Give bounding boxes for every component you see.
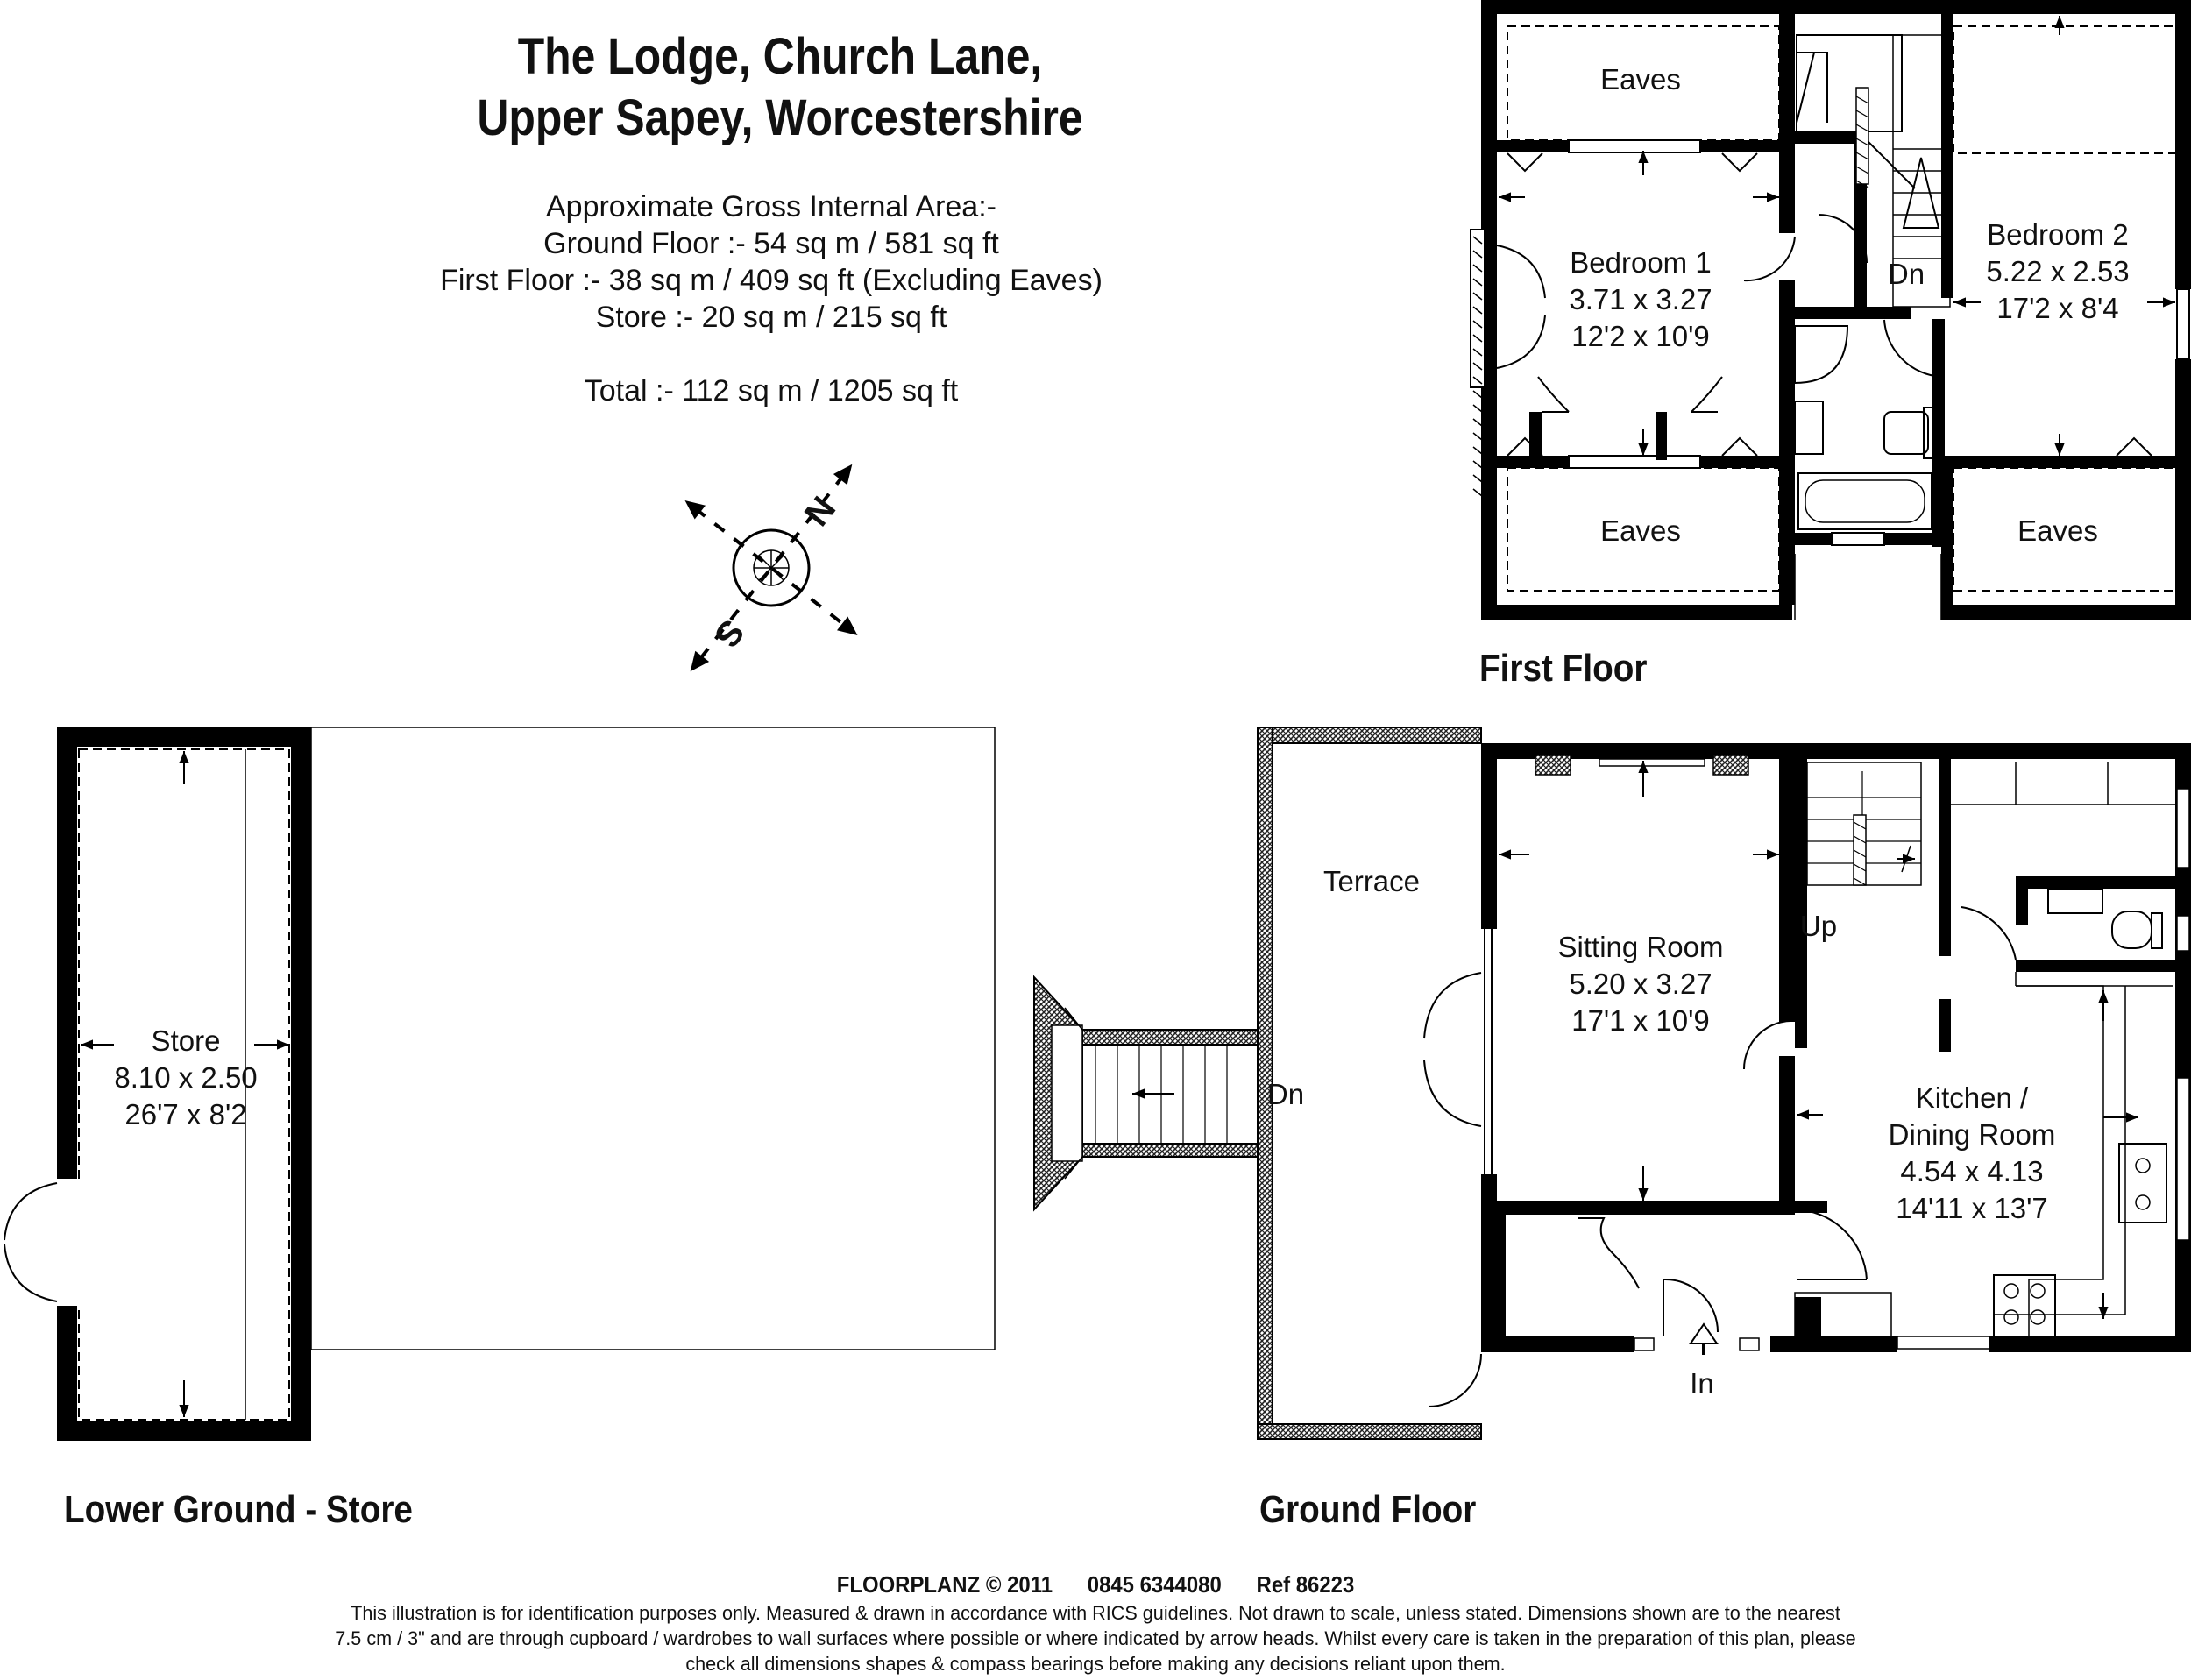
lower-ground-label: Lower Ground - Store xyxy=(64,1488,413,1531)
eaves-label: Eaves xyxy=(1600,514,1681,547)
area-total: Total :- 112 sq m / 1205 sq ft xyxy=(584,374,959,408)
room-name: Dining Room xyxy=(1888,1118,2056,1151)
room-metric: 5.20 x 3.27 xyxy=(1569,968,1712,1000)
title-line-2: Upper Sapey, Worcestershire xyxy=(477,89,1083,146)
lower-ground-store-plan xyxy=(4,727,996,1441)
footer-brand: FLOORPLANZ © 2011 xyxy=(836,1571,1053,1598)
first-floor-plan xyxy=(1470,0,2191,620)
room-name: Bedroom 2 xyxy=(1987,218,2129,251)
footer-credits: FLOORPLANZ © 2011 0845 6344080 Ref 86223 xyxy=(88,1571,2103,1598)
room-name: Kitchen / xyxy=(1915,1081,2029,1114)
area-summary: Approximate Gross Internal Area:- Ground… xyxy=(333,188,1209,409)
room-imperial: 14'11 x 13'7 xyxy=(1896,1192,2048,1224)
area-heading: Approximate Gross Internal Area:- xyxy=(545,190,996,223)
area-store: Store :- 20 sq m / 215 sq ft xyxy=(595,301,947,334)
room-kitchen-dining: Kitchen / Dining Room 4.54 x 4.13 14'11 … xyxy=(1889,1080,2056,1227)
eaves-label: Eaves xyxy=(1600,63,1681,96)
room-metric: 5.22 x 2.53 xyxy=(1986,255,2130,287)
footer-ref: Ref 86223 xyxy=(1256,1571,1355,1598)
ground-floor-label: Ground Floor xyxy=(1259,1488,1477,1531)
page-title: The Lodge, Church Lane, Upper Sapey, Wor… xyxy=(441,26,1119,149)
entrance-label: In xyxy=(1690,1367,1714,1400)
room-metric: 4.54 x 4.13 xyxy=(1900,1155,2044,1187)
room-bedroom-2: Bedroom 2 5.22 x 2.53 17'2 x 8'4 xyxy=(1986,216,2129,327)
room-metric: 8.10 x 2.50 xyxy=(114,1061,258,1094)
room-sitting-room: Sitting Room 5.20 x 3.27 17'1 x 10'9 xyxy=(1558,929,1724,1039)
eaves-label: Eaves xyxy=(2017,514,2098,547)
room-imperial: 12'2 x 10'9 xyxy=(1571,320,1710,352)
room-name: Bedroom 1 xyxy=(1570,246,1712,279)
room-metric: 3.71 x 3.27 xyxy=(1569,283,1712,315)
room-name: Sitting Room xyxy=(1557,931,1724,963)
room-imperial: 17'1 x 10'9 xyxy=(1571,1004,1710,1037)
room-name: Store xyxy=(151,1024,221,1057)
ground-floor-plan xyxy=(1033,727,2191,1440)
footer-phone: 0845 6344080 xyxy=(1087,1571,1222,1598)
room-bedroom-1: Bedroom 1 3.71 x 3.27 12'2 x 10'9 xyxy=(1569,245,1712,355)
stairs-down-label: Dn xyxy=(1887,258,1925,290)
area-ground: Ground Floor :- 54 sq m / 581 sq ft xyxy=(543,227,999,260)
disclaimer-line: check all dimensions shapes & compass be… xyxy=(685,1653,1506,1675)
room-imperial: 17'2 x 8'4 xyxy=(1996,292,2119,324)
room-store: Store 8.10 x 2.50 26'7 x 8'2 xyxy=(114,1023,257,1133)
terrace-label: Terrace xyxy=(1322,865,1421,897)
compass-icon xyxy=(684,464,858,672)
footer-disclaimer: This illustration is for identification … xyxy=(322,1600,1869,1676)
area-first: First Floor :- 38 sq m / 409 sq ft (Excl… xyxy=(440,264,1103,297)
disclaimer-line: This illustration is for identification … xyxy=(351,1602,1840,1624)
room-imperial: 26'7 x 8'2 xyxy=(124,1098,247,1131)
stairs-up-label: Up xyxy=(1799,910,1838,942)
disclaimer-line: 7.5 cm / 3" and are through cupboard / w… xyxy=(335,1627,1856,1649)
title-line-1: The Lodge, Church Lane, xyxy=(517,28,1043,85)
first-floor-label: First Floor xyxy=(1479,647,1648,690)
terrace-steps-down-label: Dn xyxy=(1266,1078,1305,1110)
